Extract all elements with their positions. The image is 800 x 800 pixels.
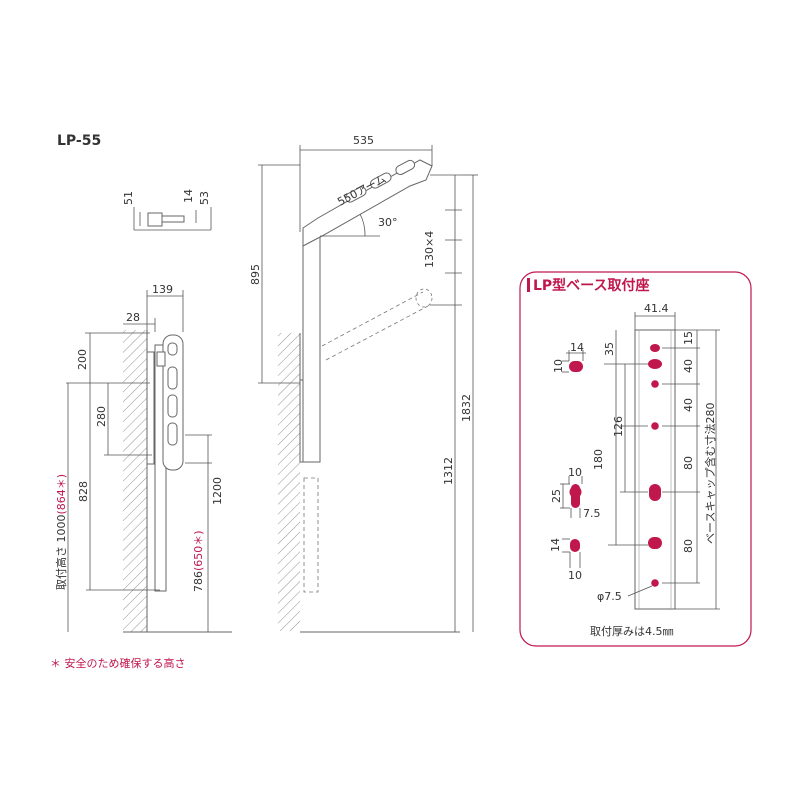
dim-1832: 1832 bbox=[460, 394, 473, 422]
dim-15: 15 bbox=[682, 331, 695, 345]
plate-hole-4 bbox=[651, 422, 659, 430]
safety-note: ＊ 安全のため確保する高さ bbox=[50, 656, 186, 670]
dim-895: 895 bbox=[249, 264, 262, 285]
dim-1200: 1200 bbox=[211, 477, 224, 505]
detail-hole-small bbox=[570, 539, 580, 552]
plate-hole-3 bbox=[651, 380, 659, 388]
angle-label: 30° bbox=[378, 216, 398, 229]
dim-28: 28 bbox=[126, 311, 140, 324]
detail1-height: 10 bbox=[552, 359, 565, 373]
dim-35: 35 bbox=[603, 342, 616, 356]
pole-extension-dashed bbox=[303, 477, 319, 593]
dim-40a: 40 bbox=[682, 359, 695, 373]
hole-diameter: φ7.5 bbox=[597, 590, 622, 603]
plate-hole-6 bbox=[648, 537, 662, 549]
dim-51: 51 bbox=[122, 191, 135, 205]
detail3-height: 14 bbox=[549, 538, 562, 552]
dim-14: 14 bbox=[182, 189, 195, 203]
front-arm bbox=[302, 159, 433, 247]
thickness-note: 取付厚みは4.5㎜ bbox=[590, 625, 674, 638]
dim-126: 126 bbox=[612, 416, 625, 437]
dim-80a: 80 bbox=[682, 456, 695, 470]
plate-hole-7 bbox=[651, 579, 659, 587]
model-title: LP-55 bbox=[57, 133, 101, 149]
front-view: 550アーム 30° 535 895 130×4 1312 1832 bbox=[249, 134, 478, 633]
front-pole bbox=[302, 231, 321, 463]
dim-280: 280 bbox=[95, 406, 108, 427]
dim-180: 180 bbox=[592, 449, 605, 470]
small-base-block bbox=[147, 212, 163, 227]
dim-41-4: 41.4 bbox=[644, 302, 669, 315]
dim-200: 200 bbox=[76, 349, 89, 370]
dim-130x4: 130×4 bbox=[423, 231, 436, 268]
small-arm-stub bbox=[161, 215, 185, 223]
base-plate bbox=[634, 329, 676, 610]
plate-hole-1 bbox=[650, 344, 660, 352]
dim-53: 53 bbox=[198, 191, 211, 205]
dim-139: 139 bbox=[152, 283, 173, 296]
small-side-detail: 51 14 53 bbox=[122, 189, 212, 231]
dim-total-280: ベースキャップ含む寸法280 bbox=[703, 403, 717, 544]
plate-hole-5 bbox=[649, 484, 661, 501]
dim-80b: 80 bbox=[682, 539, 695, 553]
detail2-width: 10 bbox=[568, 466, 582, 479]
low-label: 786(650＊) bbox=[192, 530, 205, 592]
side-base-plate bbox=[146, 351, 155, 465]
detail-hole-oval bbox=[569, 361, 583, 372]
height-label: 取付高さ 1000(864＊) bbox=[54, 474, 68, 590]
dim-1312: 1312 bbox=[442, 457, 455, 485]
front-wall-hatch bbox=[278, 333, 300, 631]
base-title: LP型ベース取付座 bbox=[533, 277, 649, 294]
plate-hole-2 bbox=[648, 359, 662, 369]
detail2-narrow: 7.5 bbox=[583, 507, 601, 520]
detail2-height: 25 bbox=[550, 489, 563, 503]
side-view: 139 28 200 280 828 取付高さ 1000(864＊) 1200 … bbox=[54, 283, 232, 633]
dim-40b: 40 bbox=[682, 398, 695, 412]
detail1-width: 14 bbox=[570, 341, 584, 354]
dim-535: 535 bbox=[353, 134, 374, 147]
base-detail: LP型ベース取付座 41.4 15 40 40 80 80 ベースキャップ含 bbox=[519, 271, 752, 647]
wall-hatch bbox=[123, 330, 147, 632]
detail3-width: 10 bbox=[568, 569, 582, 582]
dim-828: 828 bbox=[77, 481, 90, 502]
